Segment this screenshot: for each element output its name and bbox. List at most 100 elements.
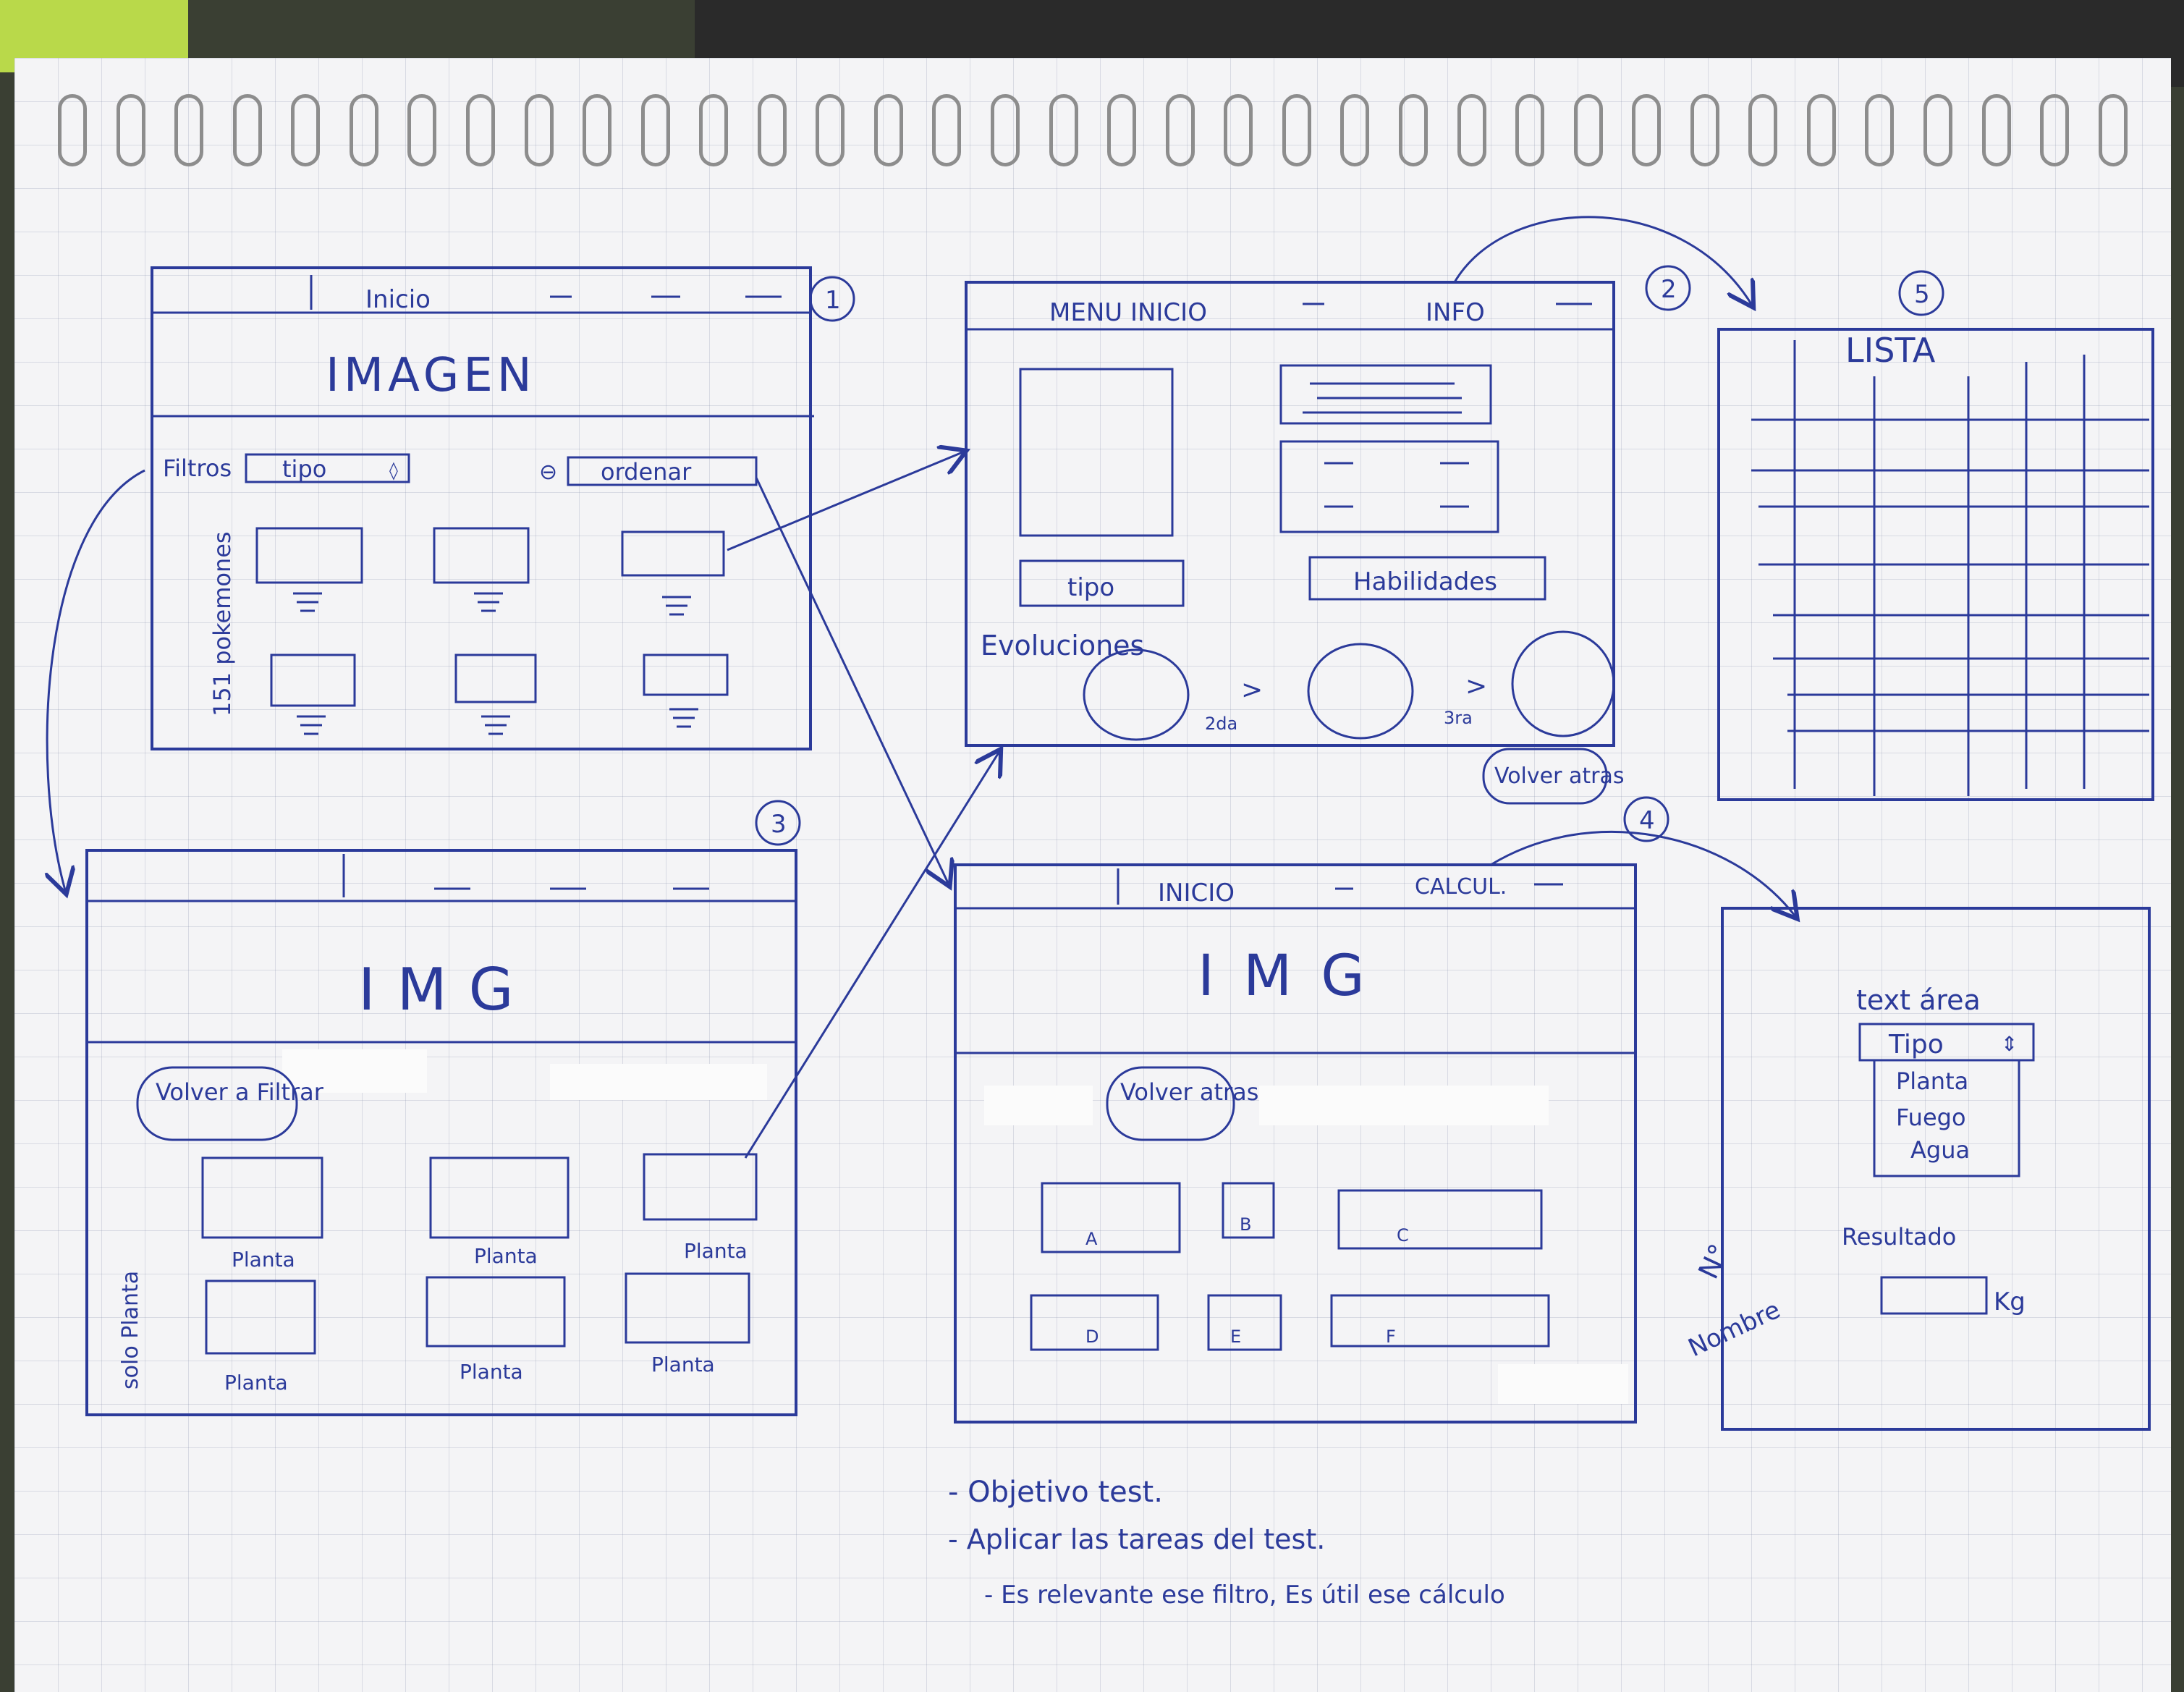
pokemon-card[interactable] — [429, 1156, 570, 1239]
test-notes: - Objetivo test. - Aplicar las tareas de… — [948, 1476, 1505, 1609]
arrow-card-to-screen-2 — [727, 452, 962, 551]
type-option[interactable]: Agua — [1910, 1136, 1970, 1164]
card-type-label: Planta — [460, 1360, 523, 1384]
calc-cell[interactable] — [1330, 1294, 1550, 1348]
pokemon-card[interactable] — [454, 653, 537, 703]
chevron-right-icon: > — [1241, 675, 1263, 705]
ring — [932, 94, 962, 166]
calc-cell[interactable] — [1222, 1182, 1275, 1239]
screen-4-frame — [954, 863, 1637, 1424]
ring — [757, 94, 787, 166]
arrow-sort-to-screen-4 — [755, 477, 948, 883]
pokemon-card[interactable] — [201, 1156, 323, 1239]
calc-panel: text área Tipo ⇕ Planta Fuego Agua N° No… — [1684, 907, 2151, 1431]
calculator-grid: A B C D E F — [1030, 1182, 1550, 1351]
back-button-label: Volver atras — [1494, 763, 1624, 789]
evolution-2[interactable] — [1307, 643, 1414, 740]
card-type-label: Planta — [232, 1248, 295, 1272]
type-option[interactable]: Planta — [1896, 1067, 1968, 1095]
screen-2-detail: MENU INICIO INFO 2 tipo Habilidades Evol… — [965, 265, 1691, 805]
pokemon-card[interactable] — [205, 1279, 316, 1355]
type-filter-value: tipo — [282, 455, 326, 483]
calc-cell[interactable] — [1030, 1294, 1159, 1351]
back-button[interactable] — [1106, 1066, 1235, 1141]
ring — [1748, 94, 1778, 166]
calc-cell[interactable] — [1041, 1182, 1181, 1253]
calc-cell[interactable] — [1337, 1189, 1543, 1250]
chevron-updown-icon: ◊ — [389, 460, 398, 481]
note-line: - Es relevante ese filtro, Es útil ese c… — [984, 1581, 1505, 1609]
ring — [1282, 94, 1311, 166]
pokemon-card[interactable] — [625, 1272, 750, 1344]
ring — [1981, 94, 2011, 166]
chevron-right-icon: > — [1465, 672, 1487, 701]
pokemon-card[interactable] — [643, 653, 729, 696]
type-button[interactable] — [1019, 559, 1185, 607]
screen-3-hero-image: IMG — [358, 956, 536, 1023]
screen-1-frame — [151, 266, 812, 750]
back-to-filter-label: Volver a Filtrar — [156, 1078, 324, 1106]
pokemon-image-placeholder — [1019, 368, 1174, 537]
abilities-button[interactable] — [1308, 556, 1546, 601]
type-option[interactable]: Fuego — [1896, 1104, 1966, 1131]
screen-2-number: 2 — [1661, 275, 1677, 304]
ring — [873, 94, 903, 166]
pokemon-card[interactable] — [426, 1276, 566, 1348]
ring — [58, 94, 87, 166]
name-label: Nombre — [1684, 1295, 1785, 1363]
ring — [1515, 94, 1545, 166]
ring — [1340, 94, 1370, 166]
screen-2-frame — [965, 281, 1615, 747]
ring — [1107, 94, 1137, 166]
calc-cell-label: A — [1085, 1229, 1098, 1249]
pokemon-card[interactable] — [621, 530, 725, 577]
pokemon-card[interactable] — [255, 527, 363, 584]
ring — [1632, 94, 1662, 166]
spiral-binding — [58, 94, 2128, 166]
screen-2-info[interactable]: INFO — [1426, 298, 1485, 327]
sort-button-label: ordenar — [601, 458, 692, 486]
ring — [1806, 94, 1836, 166]
result-label: Resultado — [1842, 1223, 1956, 1251]
back-button[interactable] — [1482, 748, 1608, 805]
calc-cell[interactable] — [1207, 1294, 1282, 1351]
abilities-button-label: Habilidades — [1353, 567, 1497, 596]
flow-arrows — [47, 216, 1795, 1159]
sort-button[interactable] — [567, 456, 758, 486]
ring — [1224, 94, 1253, 166]
ring — [524, 94, 554, 166]
evolution-3-label: 3ra — [1444, 708, 1473, 728]
arrow-info-to-list — [1453, 216, 1751, 304]
pokemon-card[interactable] — [270, 653, 356, 707]
calc-panel-frame — [1721, 907, 2151, 1431]
calc-cell-label: B — [1240, 1214, 1251, 1235]
calc-cell-label: F — [1386, 1327, 1396, 1347]
calc-cell-label: D — [1085, 1327, 1099, 1347]
type-filter-select[interactable] — [245, 453, 410, 483]
stats-block — [1279, 440, 1499, 533]
screen-3-number: 3 — [771, 810, 787, 839]
evolution-3[interactable] — [1511, 630, 1615, 737]
screen-1-number-circle — [809, 276, 855, 322]
screen-5-frame — [1717, 328, 2154, 801]
screen-5-number-circle — [1898, 270, 1944, 316]
ring — [1165, 94, 1195, 166]
back-to-filter-button[interactable] — [136, 1066, 298, 1141]
chevron-updown-icon: ⇕ — [2001, 1032, 2018, 1056]
screen-4-calc[interactable]: CALCUL. — [1415, 874, 1507, 900]
screen-4-number-circle — [1623, 796, 1669, 842]
back-button-label: Volver atras — [1120, 1078, 1258, 1106]
pokemon-card[interactable] — [433, 527, 530, 584]
ring — [1865, 94, 1895, 166]
pokemon-card[interactable] — [643, 1153, 758, 1221]
screen-3-frame — [85, 849, 797, 1416]
screen-4-menu[interactable]: INICIO — [1158, 879, 1235, 908]
result-field — [1880, 1276, 1988, 1315]
evolutions-label: Evoluciones — [981, 630, 1144, 661]
evolution-1[interactable] — [1083, 648, 1190, 741]
screen-2-menu[interactable]: MENU INICIO — [1049, 298, 1207, 327]
ring — [465, 94, 495, 166]
pokemon-count-label: 151 pokemones — [208, 531, 236, 716]
screen-1-menu[interactable]: Inicio — [365, 285, 431, 314]
